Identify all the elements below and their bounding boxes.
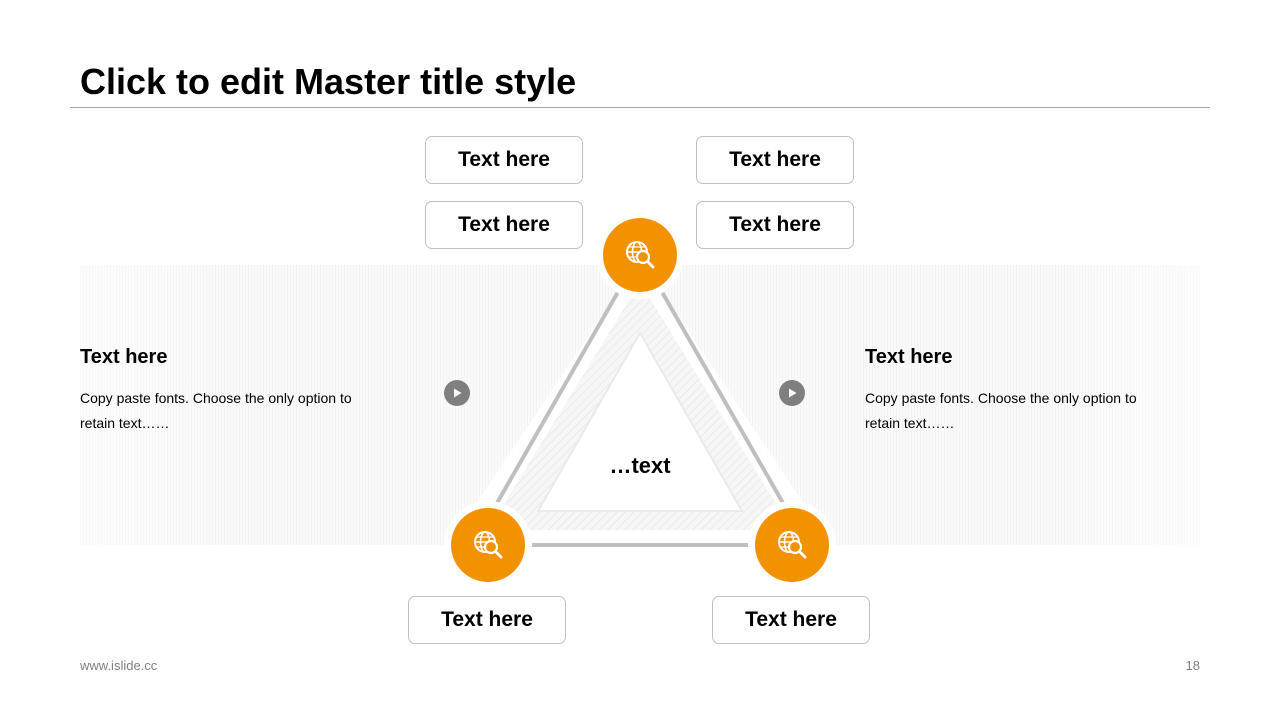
slide-title: Click to edit Master title style xyxy=(80,61,577,102)
globe-search-icon xyxy=(626,241,655,269)
bottom-left-box: Text here xyxy=(408,596,566,644)
left-panel-body: Copy paste fonts. Choose the only option… xyxy=(80,390,352,431)
globe-search-icon xyxy=(778,531,807,559)
center-text: …text xyxy=(609,453,671,478)
top-right-box-1: Text here xyxy=(696,136,854,184)
triangle-edge-left xyxy=(495,290,620,505)
right-panel-body: Copy paste fonts. Choose the only option… xyxy=(865,390,1137,431)
top-left-box-2: Text here xyxy=(425,201,583,249)
right-panel-title: Text here xyxy=(865,346,953,368)
footer-url: www.islide.cc xyxy=(80,658,158,673)
node-bottom-left xyxy=(451,508,525,582)
title-divider xyxy=(70,107,1210,108)
globe-search-icon xyxy=(474,531,503,559)
node-bottom-right xyxy=(755,508,829,582)
node-top xyxy=(603,218,677,292)
page-number: 18 xyxy=(1185,658,1200,673)
bottom-right-box: Text here xyxy=(712,596,870,644)
play-icon xyxy=(444,380,470,406)
triangle-edge-right xyxy=(660,290,785,505)
top-left-box-1: Text here xyxy=(425,136,583,184)
top-right-box-2: Text here xyxy=(696,201,854,249)
triangle-inner xyxy=(536,330,744,512)
play-icon xyxy=(779,380,805,406)
left-panel-title: Text here xyxy=(80,346,168,368)
